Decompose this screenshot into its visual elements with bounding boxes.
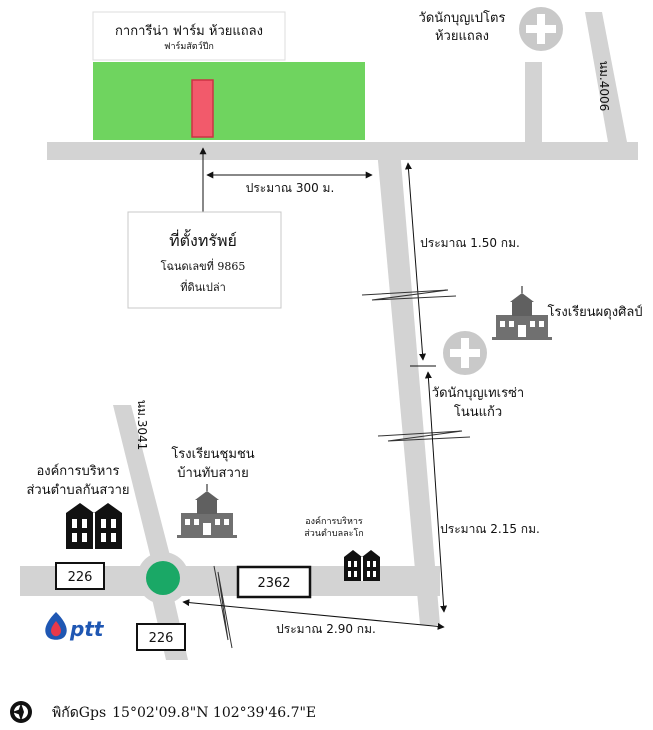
gps-value: 15°02'09.8"N 102°39'46.7"E xyxy=(112,705,316,721)
compass-icon xyxy=(10,701,32,723)
farm-subtitle: ฟาร์มสัตว์ปีก xyxy=(164,40,214,52)
farm-name: กาการีน่า ฟาร์ม ห้วยแถลง xyxy=(115,23,263,39)
office-building-icon xyxy=(344,550,380,581)
school-community-line2: บ้านทับสวาย xyxy=(177,466,248,481)
route-sign-226-left-text: 226 xyxy=(68,570,93,585)
property-title: ที่ตั้งทรัพย์ xyxy=(169,229,237,250)
church-mid-line2: โนนแก้ว xyxy=(454,404,502,420)
ptt-flame-icon xyxy=(45,612,67,640)
distance-arrow-215 xyxy=(424,371,448,613)
roundabout xyxy=(146,561,180,595)
road-main-vertical xyxy=(377,150,440,625)
sao-left-line2: ส่วนตำบลกันสวาย xyxy=(27,483,130,498)
property-info-box xyxy=(127,211,282,309)
gps-label-text: พิกัดGps xyxy=(52,705,106,721)
church-top-line2: ห้วยแถลง xyxy=(435,29,489,44)
sao-right-line2: ส่วนตำบลละโก xyxy=(304,528,363,539)
school-icon xyxy=(177,484,237,538)
school-icon xyxy=(492,286,552,340)
road-stub-top xyxy=(525,62,542,142)
distance-label-290: ประมาณ 2.90 กม. xyxy=(276,622,376,636)
road-label-3041: นม.3041 xyxy=(135,400,149,450)
church-top-line1: วัดนักบุญเปโตร xyxy=(419,10,506,26)
farm-field xyxy=(93,62,365,140)
farm-label-box xyxy=(92,11,286,61)
church-icon xyxy=(519,7,563,51)
church-icon xyxy=(443,331,487,375)
route-sign-226-bottom-text: 226 xyxy=(149,631,174,646)
church-mid-line1: วัดนักบุญเทเรซ่า xyxy=(432,386,524,401)
road-break-upper xyxy=(361,289,457,301)
route-sign-226-bottom xyxy=(136,623,186,651)
ptt-logo-text: ptt xyxy=(69,617,105,641)
road-break-lower xyxy=(377,430,471,442)
school-community-line1: โรงเรียนชุมชน xyxy=(171,446,254,462)
route-sign-226-left xyxy=(55,562,105,590)
school-right-name: โรงเรียนผดุงศิลป์ xyxy=(547,304,642,320)
property-land-type: ที่ดินเปล่า xyxy=(180,279,226,294)
sao-right-line1: องค์การบริหาร xyxy=(305,515,363,527)
office-building-icon xyxy=(66,503,122,549)
route-sign-2362-text: 2362 xyxy=(257,576,290,591)
road-main-horizontal xyxy=(47,142,638,160)
distance-label-215: ประมาณ 2.15 กม. xyxy=(440,522,540,536)
road-4006 xyxy=(585,12,627,142)
route-sign-2362 xyxy=(236,565,312,599)
gps-label: พิกัดGps 15°02'09.8"N 102°39'46.7"E xyxy=(52,705,316,721)
distance-arrow-290 xyxy=(182,599,445,630)
property-marker xyxy=(191,79,214,138)
property-deed: โฉนดเลขที่ 9865 xyxy=(161,258,246,273)
road-label-4006: นม.4006 xyxy=(597,61,611,111)
sao-left-line1: องค์การบริหาร xyxy=(36,463,119,479)
distance-label-150: ประมาณ 1.50 กม. xyxy=(420,236,520,250)
distance-arrow-150 xyxy=(404,162,427,361)
distance-label-300: ประมาณ 300 ม. xyxy=(246,181,335,195)
road-3041 xyxy=(113,405,175,575)
